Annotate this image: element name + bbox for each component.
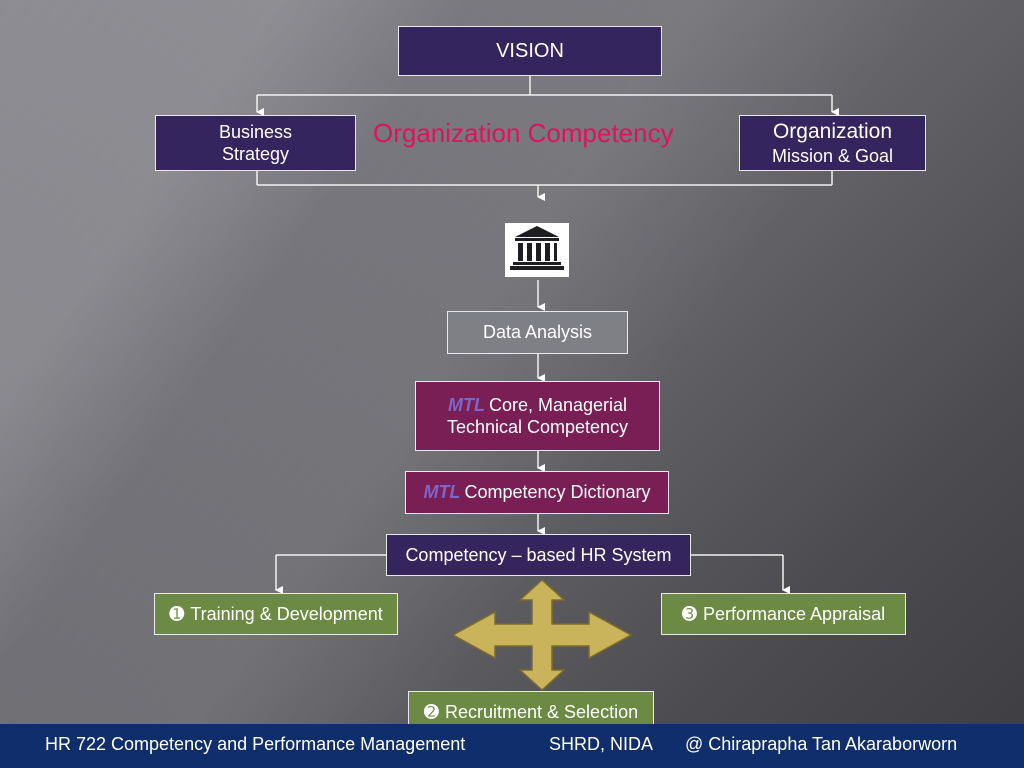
competency-dictionary-label: Competency Dictionary (464, 482, 651, 503)
footer-author: @ Chiraprapha Tan Akaraborworn (685, 734, 958, 754)
footer-school: SHRD, NIDA (549, 734, 654, 754)
number-three-badge: ➌ (681, 603, 697, 624)
core-competency-text1: Core, Managerial (488, 394, 628, 415)
business-strategy-line2: Strategy (221, 144, 290, 164)
organization-mission-line1: Organization (772, 119, 893, 143)
core-competency-text2: Technical Competency (446, 417, 629, 437)
organization-mission-box: Organization Mission & Goal (739, 115, 926, 171)
four-way-arrow-icon (451, 578, 633, 692)
data-analysis-label: Data Analysis (482, 322, 593, 343)
number-one-badge: ➊ (169, 603, 185, 624)
connector-lines (256, 76, 839, 594)
performance-appraisal-box: ➌ Performance Appraisal (661, 593, 906, 635)
mtl-prefix: MTL (447, 394, 485, 415)
data-analysis-box: Data Analysis (447, 311, 628, 354)
vision-box: VISION (398, 26, 662, 76)
organization-competency-title: Organization Competency (373, 118, 674, 148)
institution-building-icon (505, 223, 569, 277)
mtl-prefix: MTL (423, 482, 461, 503)
training-development-label: Training & Development (190, 603, 383, 624)
performance-appraisal-label: Performance Appraisal (703, 603, 886, 624)
business-strategy-box: Business Strategy (155, 115, 356, 171)
footer-bar: HR 722 Competency and Performance Manage… (0, 724, 1024, 768)
business-strategy-line1: Business (218, 121, 293, 142)
vision-label: VISION (496, 39, 564, 62)
footer-course: HR 722 Competency and Performance Manage… (45, 734, 466, 754)
recruitment-selection-label: Recruitment & Selection (445, 702, 639, 723)
hr-system-box: Competency – based HR System (386, 534, 691, 576)
number-two-badge: ➋ (423, 702, 439, 723)
hr-system-label: Competency – based HR System (405, 544, 672, 565)
organization-mission-line2: Mission & Goal (771, 145, 894, 166)
